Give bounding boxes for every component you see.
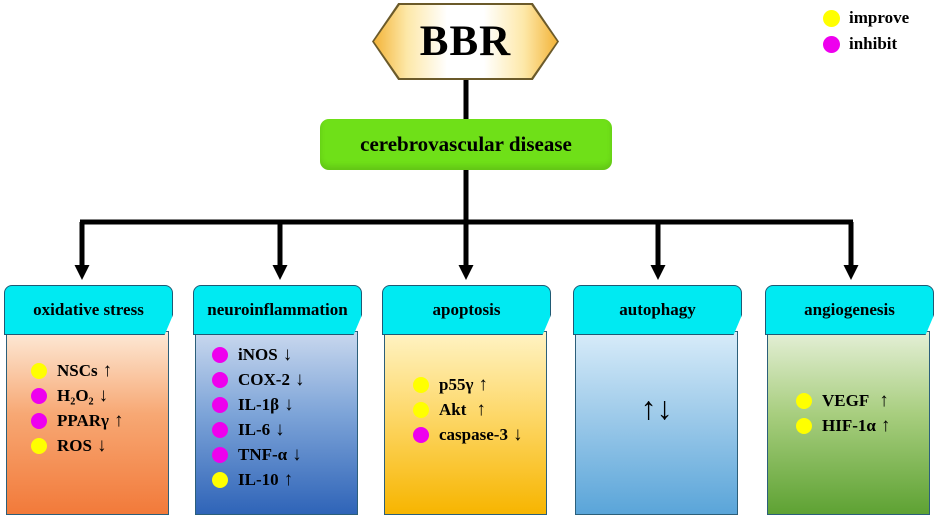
inhibit-dot-icon	[823, 35, 840, 53]
list-item: VEGF ↑	[796, 388, 929, 413]
card-header: autophagy	[573, 285, 742, 335]
inhibit-dot-icon	[212, 346, 228, 363]
card-header: oxidative stress	[4, 285, 173, 335]
item-label: COX-2	[238, 369, 290, 389]
bbr-hexagon: BBR	[372, 3, 559, 80]
up-arrow-icon: ↑	[478, 373, 488, 395]
up-arrow-icon: ↑	[476, 398, 486, 420]
card-body: iNOS ↓ COX-2 ↓ IL-1β ↓ IL-6 ↓ TNF-α	[195, 331, 358, 515]
card-header: angiogenesis	[765, 285, 934, 335]
list-item: H₂O₂ ↓	[31, 383, 168, 408]
down-arrow-icon: ↓	[282, 343, 293, 365]
improve-dot-icon	[31, 362, 47, 379]
item-label: p55γ	[439, 374, 474, 394]
item-list: VEGF ↑ HIF-1α ↑	[768, 388, 929, 438]
card-neuroinflammation: iNOS ↓ COX-2 ↓ IL-1β ↓ IL-6 ↓ TNF-α	[193, 285, 362, 517]
item-list: p55γ ↑ Akt ↑ caspase-3 ↓	[385, 372, 546, 447]
down-arrow-icon: ↓	[512, 423, 523, 445]
list-item: p55γ ↑	[413, 372, 546, 397]
list-item: TNF-α ↓	[212, 442, 357, 467]
card-title: angiogenesis	[804, 300, 895, 319]
inhibit-dot-icon	[413, 426, 429, 443]
down-arrow-icon: ↓	[275, 418, 285, 440]
up-down-arrows-icon: ↑↓	[640, 390, 673, 426]
improve-dot-icon	[796, 392, 812, 409]
improve-dot-icon	[413, 376, 429, 393]
down-arrow-icon: ↓	[284, 393, 294, 415]
item-label: IL-10	[238, 469, 279, 489]
card-body: VEGF ↑ HIF-1α ↑	[767, 331, 930, 515]
item-label: PPARγ	[57, 410, 110, 430]
card-oxidative-stress: NSCs ↑ H₂O₂ ↓ PPARγ ↑ ROS ↓ oxidative st…	[4, 285, 173, 517]
improve-dot-icon	[823, 9, 840, 27]
card-angiogenesis: VEGF ↑ HIF-1α ↑ angiogenesis	[765, 285, 934, 517]
inhibit-dot-icon	[31, 387, 47, 404]
item-label: IL-1β	[238, 394, 280, 414]
item-label: HIF-1α	[822, 415, 876, 435]
card-title: neuroinflammation	[207, 300, 348, 319]
item-label: TNF-α	[238, 444, 288, 464]
list-item: HIF-1α ↑	[796, 413, 929, 438]
item-label: Akt	[439, 399, 467, 419]
list-item: caspase-3 ↓	[413, 422, 546, 447]
card-header: apoptosis	[382, 285, 551, 335]
card-body: NSCs ↑ H₂O₂ ↓ PPARγ ↑ ROS ↓	[6, 331, 169, 515]
improve-dot-icon	[413, 401, 429, 418]
list-item: PPARγ ↑	[31, 408, 168, 433]
list-item: ROS ↓	[31, 433, 168, 458]
up-arrow-icon: ↑	[880, 414, 891, 436]
list-item: NSCs ↑	[31, 358, 168, 383]
down-arrow-icon: ↓	[294, 368, 305, 390]
disease-label: cerebrovascular disease	[360, 132, 572, 156]
inhibit-dot-icon	[212, 446, 228, 463]
item-label: VEGF	[822, 390, 870, 410]
improve-dot-icon	[212, 471, 228, 488]
legend-label: inhibit	[849, 34, 898, 53]
item-list: iNOS ↓ COX-2 ↓ IL-1β ↓ IL-6 ↓ TNF-α	[196, 342, 357, 492]
item-label: caspase-3	[439, 424, 508, 444]
up-arrow-icon: ↑	[102, 359, 113, 381]
legend-item-improve: improve	[823, 8, 909, 28]
list-item: COX-2 ↓	[212, 367, 357, 392]
card-autophagy: ↑↓ autophagy	[573, 285, 742, 517]
inhibit-dot-icon	[212, 421, 228, 438]
down-arrow-icon: ↓	[96, 434, 107, 456]
legend: improve inhibit	[823, 8, 909, 54]
item-label: H₂O₂	[57, 385, 94, 405]
item-label: IL-6	[238, 419, 271, 439]
list-item: IL-1β ↓	[212, 392, 357, 417]
up-arrow-icon: ↑	[283, 468, 294, 490]
disease-box: cerebrovascular disease	[320, 119, 612, 170]
down-arrow-icon: ↓	[98, 384, 109, 406]
legend-item-inhibit: inhibit	[823, 34, 909, 54]
item-list: NSCs ↑ H₂O₂ ↓ PPARγ ↑ ROS ↓	[7, 358, 168, 458]
down-arrow-icon: ↓	[292, 443, 302, 465]
list-item: IL-6 ↓	[212, 417, 357, 442]
card-apoptosis: p55γ ↑ Akt ↑ caspase-3 ↓ apoptosis	[382, 285, 551, 517]
card-header: neuroinflammation	[193, 285, 362, 335]
list-item: Akt ↑	[413, 397, 546, 422]
inhibit-dot-icon	[212, 396, 228, 413]
item-label: ROS	[57, 435, 92, 455]
up-arrow-icon: ↑	[114, 409, 124, 431]
card-title: autophagy	[619, 300, 696, 319]
up-arrow-icon: ↑	[879, 389, 889, 411]
legend-label: improve	[849, 8, 910, 27]
improve-dot-icon	[31, 437, 47, 454]
card-body: p55γ ↑ Akt ↑ caspase-3 ↓	[384, 331, 547, 515]
list-item: IL-10 ↑	[212, 467, 357, 492]
card-title: oxidative stress	[33, 300, 144, 319]
inhibit-dot-icon	[31, 412, 47, 429]
card-title: apoptosis	[432, 300, 501, 319]
bbr-label: BBR	[419, 18, 512, 65]
list-item: iNOS ↓	[212, 342, 357, 367]
item-label: iNOS	[238, 344, 278, 364]
item-label: NSCs	[57, 360, 98, 380]
inhibit-dot-icon	[212, 371, 228, 388]
card-body: ↑↓	[575, 331, 738, 515]
improve-dot-icon	[796, 417, 812, 434]
